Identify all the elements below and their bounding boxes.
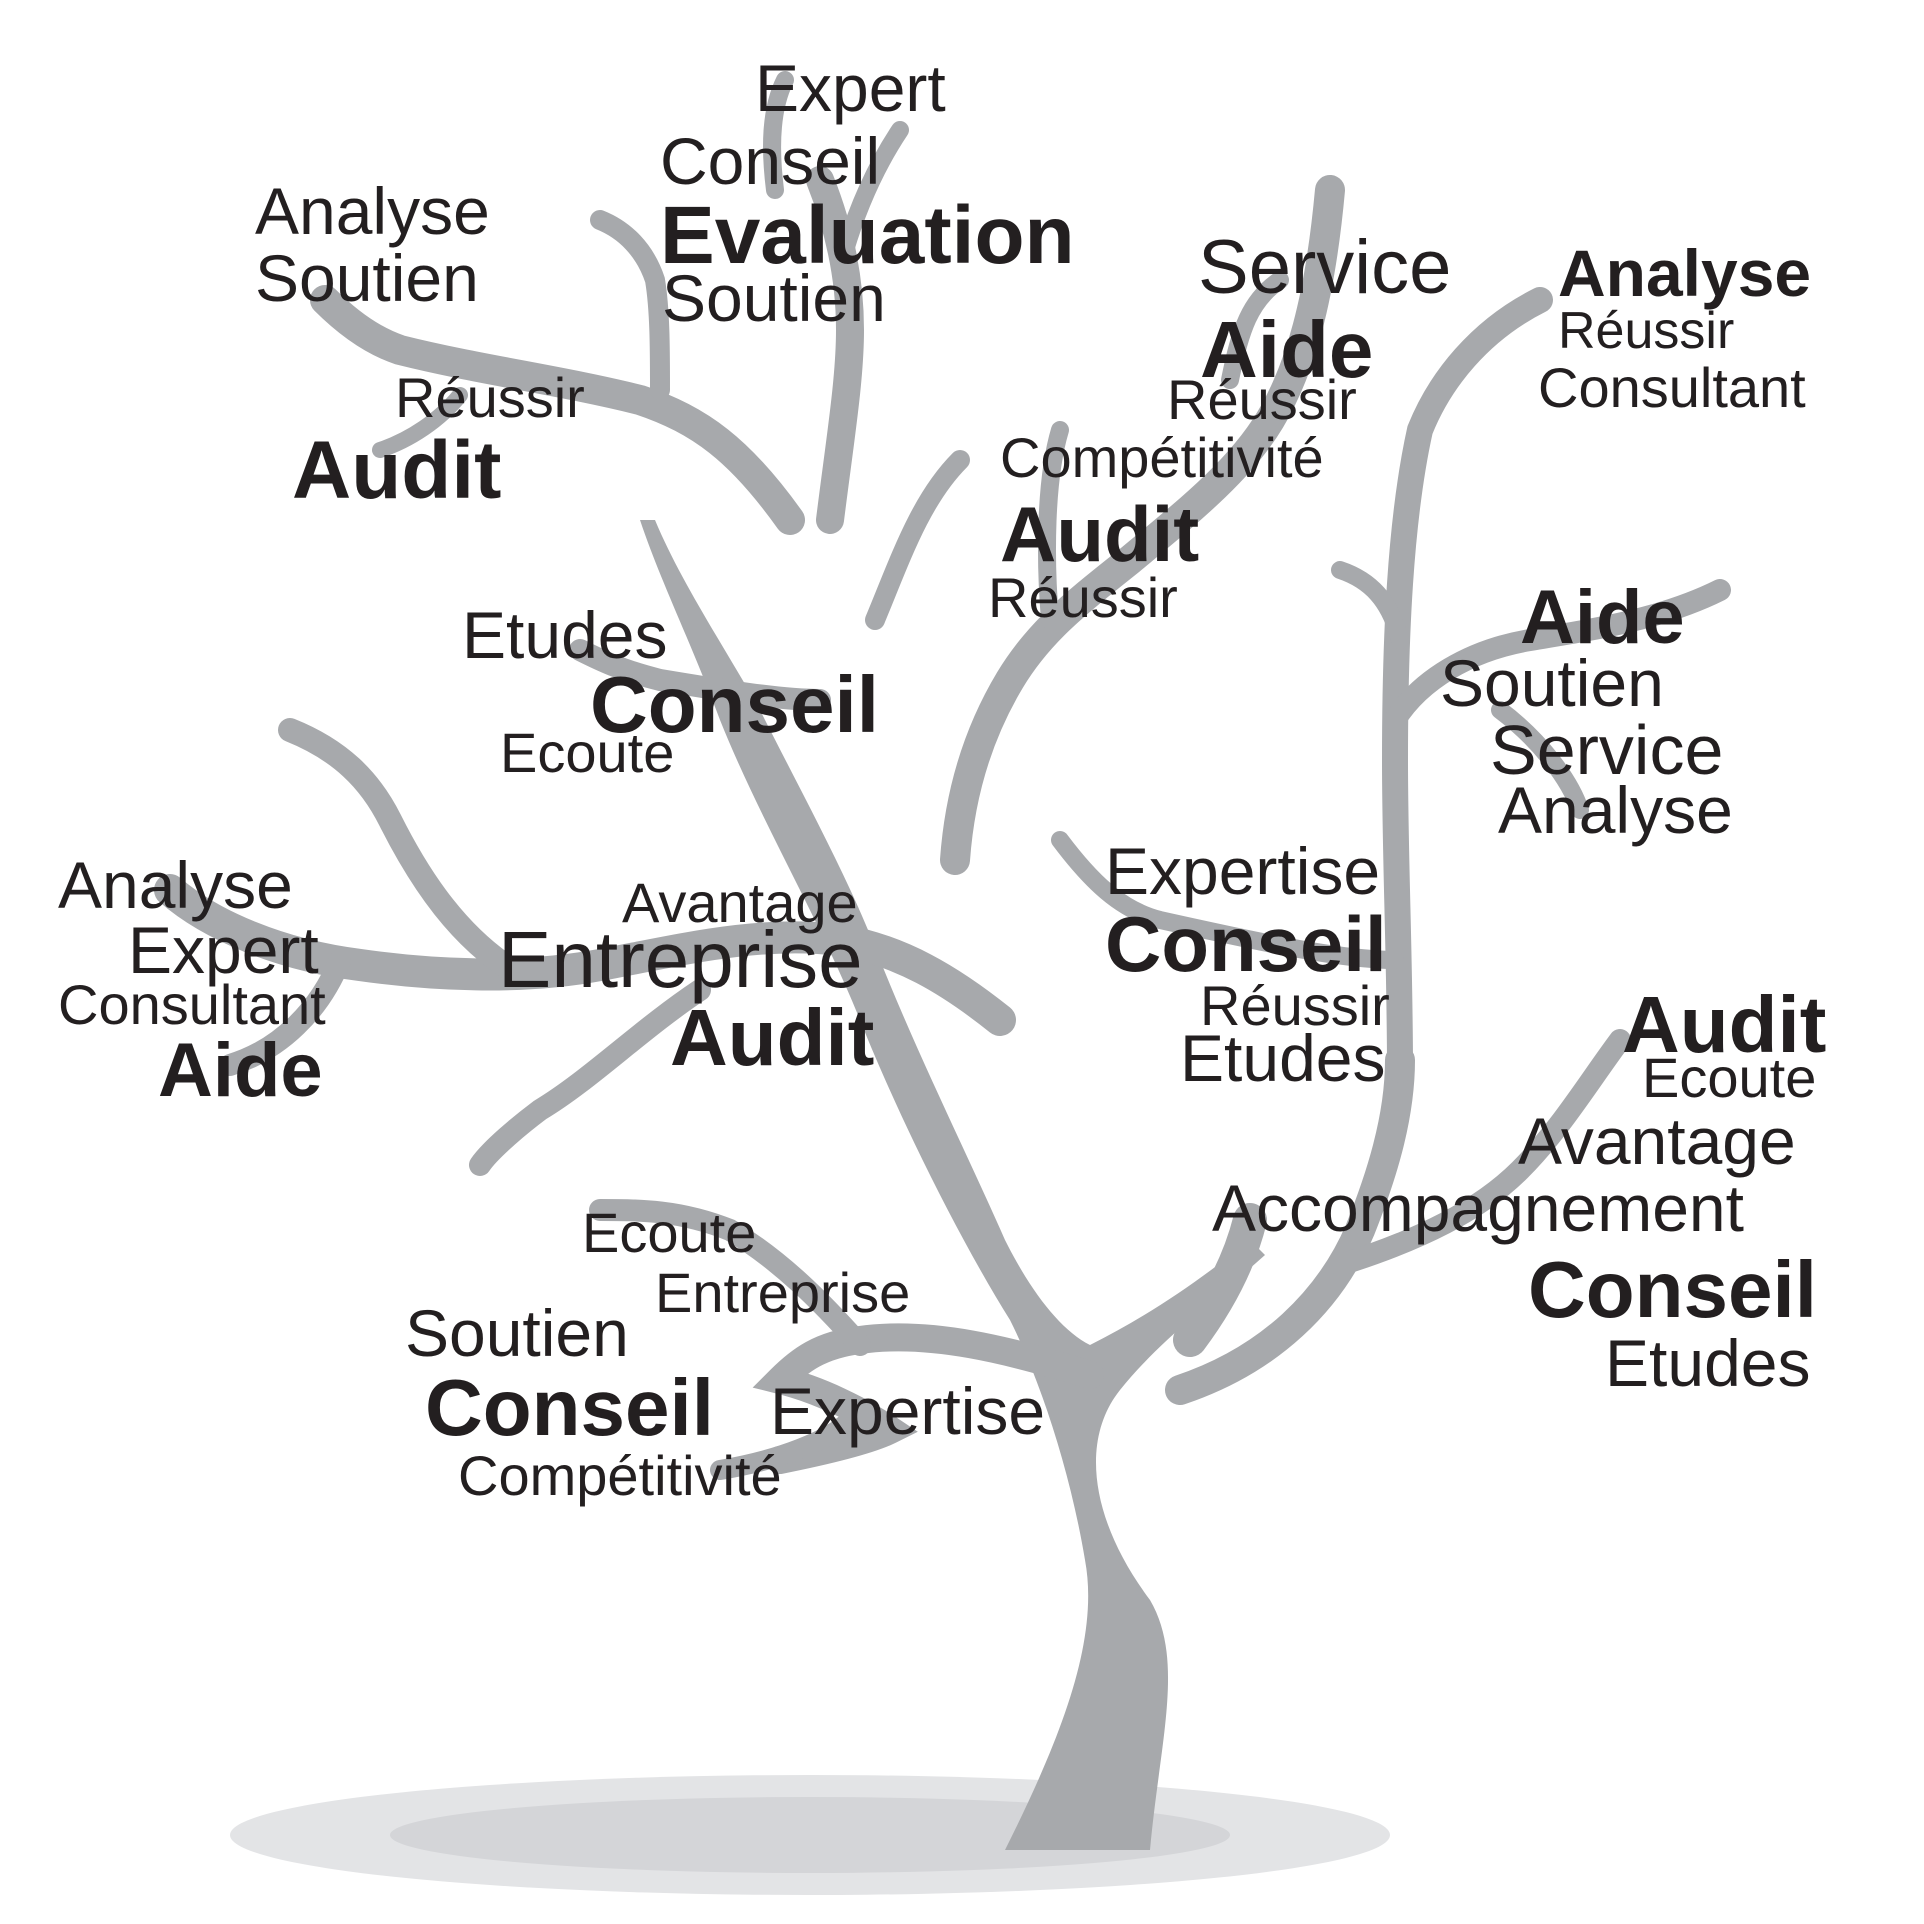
word-entreprise: Entreprise [498, 915, 863, 1004]
word-conseil: Conseil [660, 124, 881, 198]
word-service: Service [1490, 711, 1724, 789]
word-analyse: Analyse [58, 848, 293, 922]
word-competitivite: Compétitivité [458, 1444, 782, 1507]
word-expert: Expert [128, 913, 319, 987]
word-avantage: Avantage [1518, 1104, 1796, 1178]
branch [1173, 1203, 1267, 1357]
word-analyse: Analyse [1498, 773, 1733, 847]
word-aide: Aide [1200, 305, 1374, 394]
word-expert: Expert [755, 51, 946, 125]
word-soutien: Soutien [405, 1296, 629, 1370]
word-competitivite: Compétitivité [1000, 426, 1324, 489]
word-audit: Audit [1622, 980, 1827, 1069]
word-avantage: Avantage [622, 871, 858, 934]
word-audit: Audit [292, 425, 502, 516]
word-expertise: Expertise [1105, 834, 1381, 908]
word-analyse: Analyse [1558, 236, 1812, 310]
word-evaluation: Evaluation [660, 190, 1075, 281]
word-etudes: Etudes [462, 598, 668, 672]
word-conseil: Conseil [590, 660, 879, 749]
word-ecoute: Ecoute [1642, 1046, 1817, 1109]
word-etudes: Etudes [1605, 1326, 1811, 1400]
word-aide: Aide [1520, 575, 1685, 660]
word-ecoute: Ecoute [500, 721, 675, 784]
word-reussir: Réussir [395, 366, 585, 429]
word-audit: Audit [670, 993, 875, 1082]
tree-branches [154, 71, 1731, 1850]
word-service: Service [1198, 225, 1452, 310]
word-etudes: Etudes [1180, 1021, 1386, 1095]
word-aide: Aide [158, 1028, 323, 1113]
word-ecoute: Ecoute [582, 1201, 757, 1264]
word-soutien: Soutien [1440, 646, 1664, 720]
word-conseil: Conseil [1105, 900, 1387, 988]
word-audit: Audit [1000, 490, 1200, 578]
word-expertise: Expertise [770, 1374, 1046, 1448]
word-consultant: Consultant [1538, 356, 1806, 419]
word-soutien: Soutien [662, 261, 886, 335]
word-entreprise: Entreprise [655, 1261, 911, 1324]
word-analyse: Analyse [255, 174, 490, 248]
word-reussir: Réussir [1558, 302, 1735, 360]
word-accompagnement: Accompagnement [1212, 1171, 1744, 1245]
word-reussir: Réussir [1200, 974, 1390, 1037]
word-reussir: Réussir [1167, 368, 1357, 431]
word-consultant: Consultant [58, 973, 326, 1036]
word-conseil: Conseil [1528, 1245, 1817, 1334]
word-conseil: Conseil [425, 1363, 714, 1452]
word-soutien: Soutien [255, 241, 479, 315]
tree-trunk [640, 520, 1265, 1850]
word-reussir: Réussir [988, 566, 1178, 629]
